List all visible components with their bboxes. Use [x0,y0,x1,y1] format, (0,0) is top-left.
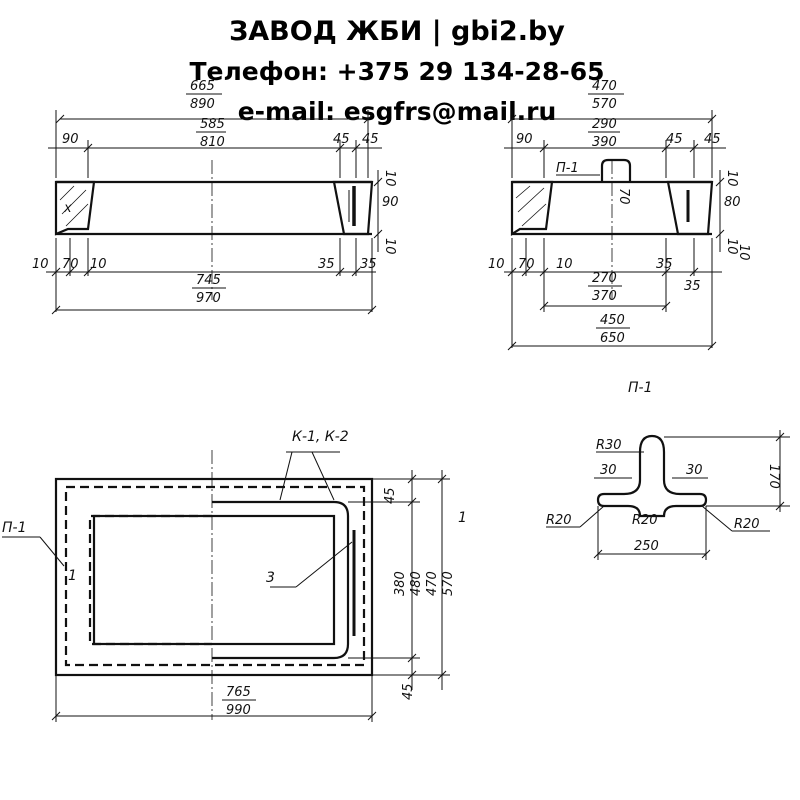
left-mid-fraction-den: 810 [200,135,225,150]
right-loop-label: П-1 [556,161,579,176]
header-phone: Телефон: +375 29 134-28-65 [189,57,604,86]
left-mid-fraction-num: 585 [200,117,225,132]
right-bottom-35b: 35 [684,279,701,294]
left-base-fraction-num: 745 [196,273,221,288]
right-side-80: 80 [724,195,741,210]
header-title: ЗАВОД ЖБИ | gbi2.by [229,16,565,47]
left-top-fraction-num: 665 [190,79,215,94]
loop-d30-left: 30 [600,463,617,478]
left-hatch-mark: x [63,201,72,216]
loop-r20-right: R20 [734,517,760,532]
right-mid-low-fraction-den: 370 [592,289,617,304]
plan-num-1-left: 1 [68,568,77,584]
plan-dim-a-den: 480 [409,571,424,596]
right-base-fraction-num: 450 [600,313,625,328]
right-mid-fraction-num: 290 [592,117,617,132]
left-side-10-bottom: 10 [382,238,397,255]
plan-dim-a-num: 380 [393,571,408,596]
plan-dim-45-bottom: 45 [401,683,416,700]
plan-frame-dashed [64,485,366,667]
right-top-fraction-den: 570 [592,97,617,112]
loop-height-170: 170 [766,464,781,489]
loop-r30: R30 [596,438,622,453]
plan-dim-b-num: 470 [425,571,440,596]
header-email: e-mail: esgfrs@mail.ru [238,97,557,126]
left-bottom-10: 10 [32,257,49,272]
plan-reinforcement-frame [212,500,350,660]
right-loop-shape [600,158,632,182]
right-bottom-10: 10 [488,257,505,272]
right-mid-fraction-den: 390 [592,135,617,150]
loop-d30-right: 30 [686,463,703,478]
plan-dim-b-den: 570 [441,571,456,596]
left-bottom-70: 70 [62,257,79,272]
left-dim-45b: 45 [362,132,379,147]
left-bottom-10-mid: 10 [90,257,107,272]
loop-detail-title: П-1 [628,380,653,396]
left-base-fraction-den: 970 [196,291,221,306]
plan-inner-outline [92,514,336,646]
plan-base-fraction-den: 990 [226,703,251,718]
plan-loop-label: П-1 [2,520,27,536]
loop-detail-shape [596,434,708,518]
right-bottom-35a: 35 [656,257,673,272]
right-side-10-top: 10 [724,170,739,187]
plan-num-1-right: 1 [458,510,467,526]
left-dim-45a: 45 [333,132,350,147]
plan-bar-label: 3 [266,570,275,586]
right-top-fraction-num: 470 [592,79,617,94]
right-dim-90: 90 [516,132,533,147]
right-bottom-70: 70 [518,257,535,272]
left-bottom-35b: 35 [360,257,377,272]
right-height-70: 70 [616,188,631,205]
right-side-10-far: 10 [736,244,751,261]
left-dim-90: 90 [62,132,79,147]
plan-frame-label: К-1, К-2 [292,429,349,445]
right-bottom-10-mid: 10 [556,257,573,272]
right-dim-45a: 45 [666,132,683,147]
plan-inner-dashed [88,514,212,646]
left-top-fraction-den: 890 [190,97,215,112]
plan-dim-45-top: 45 [383,487,398,504]
right-cross-section: 470 570 90 290 390 45 45 П-1 70 [488,79,751,351]
plan-outer-outline [54,477,374,677]
plan-view: П-1 1 К-1, К-2 3 45 380 480 470 570 45 1 [2,429,467,722]
right-mid-low-fraction-num: 270 [592,271,617,286]
left-bottom-35a: 35 [318,257,335,272]
left-side-90: 90 [382,195,399,210]
right-base-fraction-den: 650 [600,331,625,346]
left-side-10-top: 10 [382,170,397,187]
plan-base-fraction-num: 765 [226,685,251,700]
right-side-10-bottom: 10 [724,238,739,255]
loop-r20-left: R20 [546,513,572,528]
loop-detail: П-1 R30 30 30 170 R20 R20 R20 250 [546,380,790,560]
left-cross-section: 665 890 90 585 810 45 45 x [32,79,399,315]
loop-r20-mid: R20 [632,513,658,528]
loop-width-250: 250 [634,539,659,554]
